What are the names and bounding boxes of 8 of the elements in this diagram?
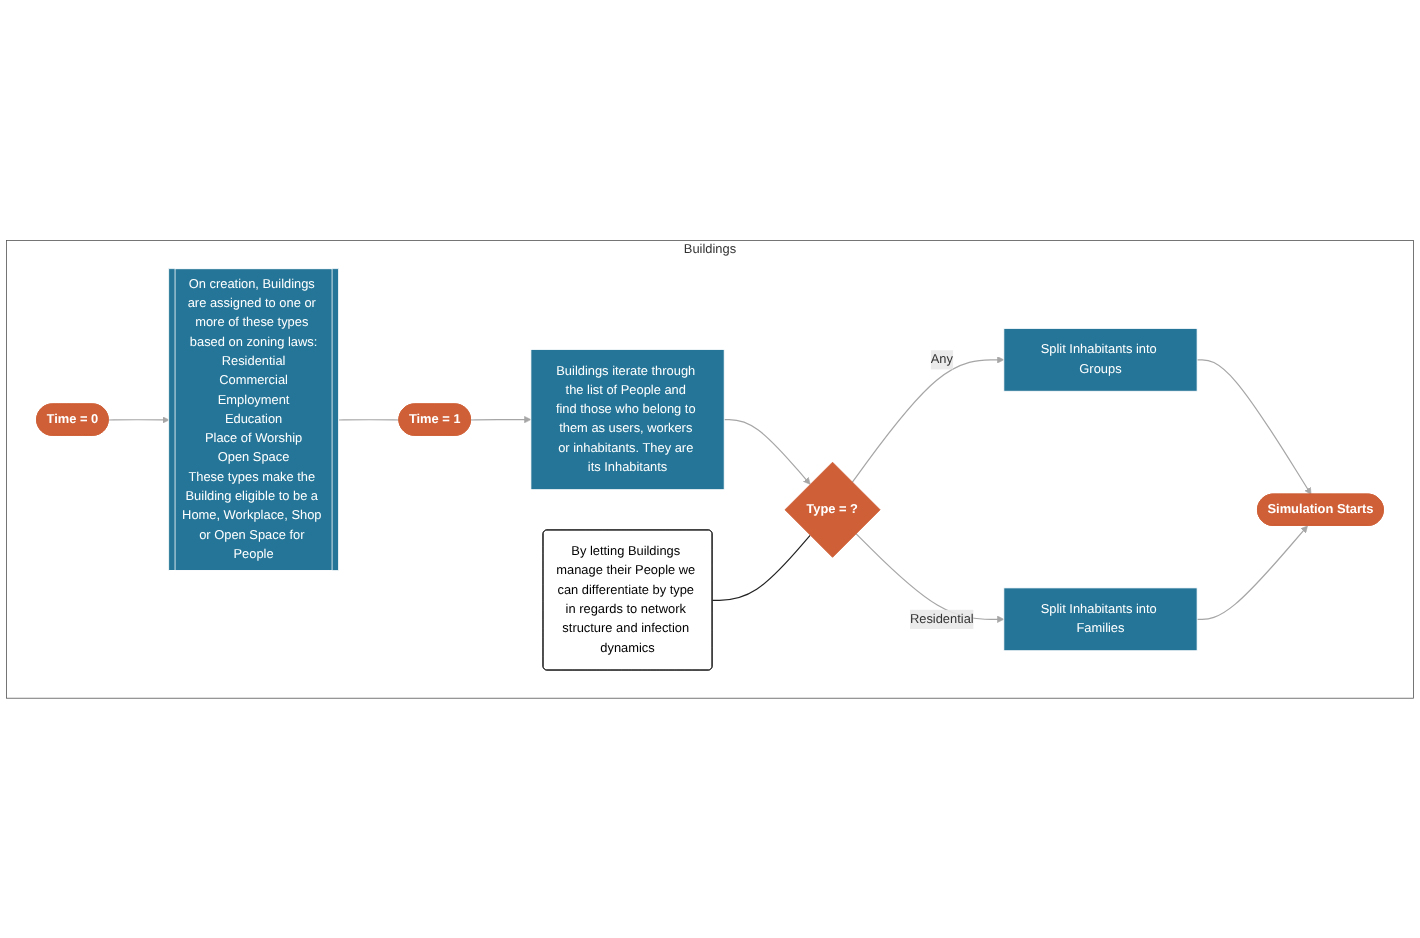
arrow	[1196, 525, 1308, 620]
arrow	[1196, 358, 1312, 495]
connector	[338, 418, 400, 421]
arrow	[851, 355, 1005, 483]
arrow	[723, 418, 811, 485]
arrow	[470, 415, 532, 423]
connector	[711, 534, 811, 601]
arrow	[108, 416, 170, 424]
